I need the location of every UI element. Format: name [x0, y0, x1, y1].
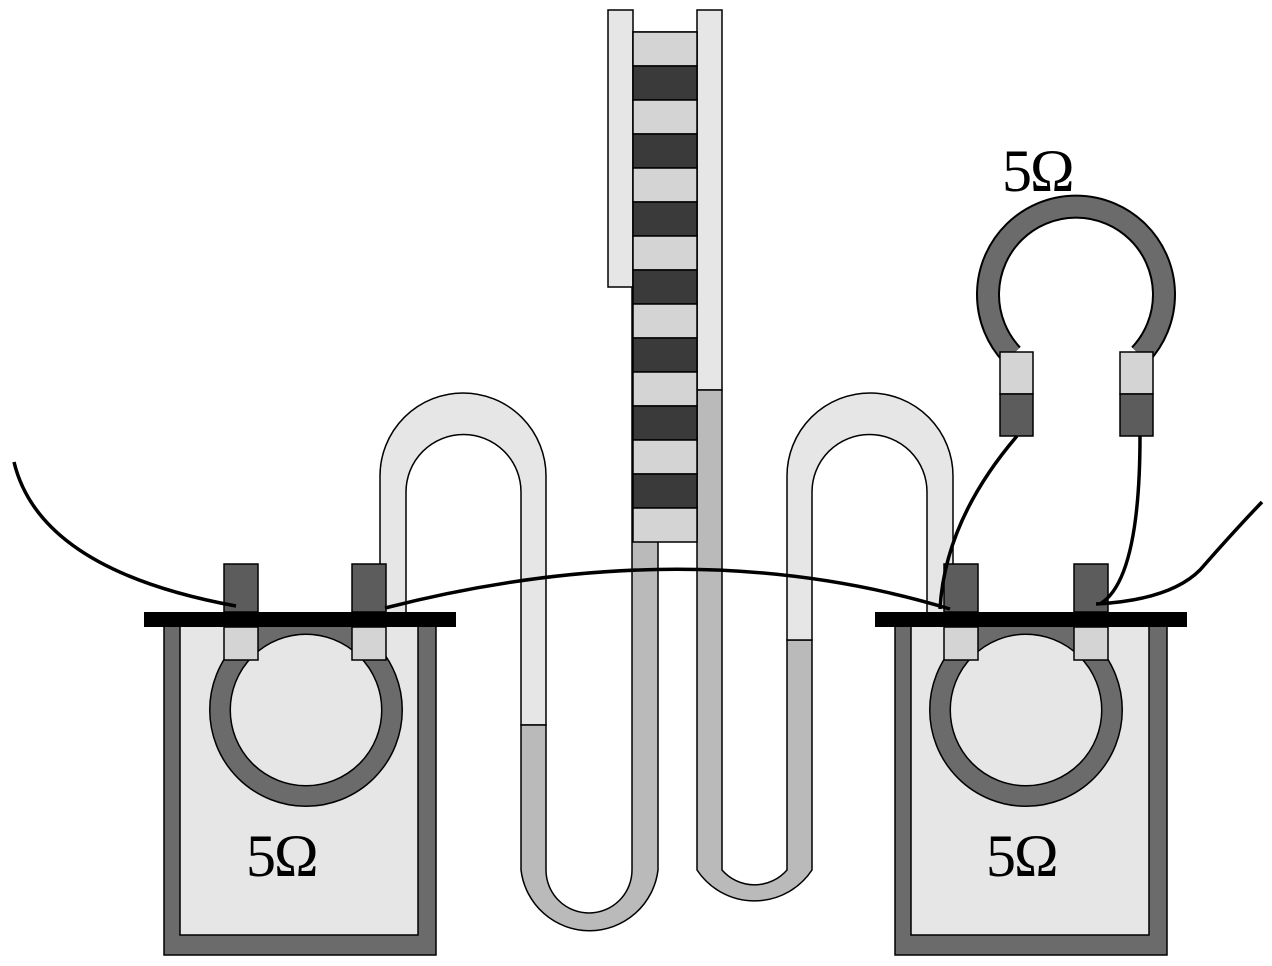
scale-band	[632, 167, 698, 203]
right-electrode-1-upper	[943, 563, 979, 613]
scale-band	[632, 133, 698, 169]
right-electrode-1-lower	[943, 626, 979, 661]
external-resistor-terminal-right-dark	[1119, 393, 1154, 437]
left-u-tube-upper-bend	[379, 392, 547, 726]
right-container	[875, 563, 1187, 956]
scale-band	[632, 439, 698, 475]
left-electrode-1-lower	[223, 626, 259, 661]
right-resistance-label: 5Ω	[986, 823, 1059, 889]
external-resistor-terminal-left-dark	[999, 393, 1034, 437]
scale-band	[632, 99, 698, 135]
right-electrode-2-lower	[1073, 626, 1109, 661]
external-resistor-terminal-right-light	[1119, 351, 1154, 395]
left-container-lid	[144, 612, 456, 627]
scale-band	[632, 405, 698, 441]
scale-band	[632, 473, 698, 509]
right-u-tube-upper-bend	[786, 392, 954, 641]
height-scale	[632, 31, 698, 543]
left-electrode-2-upper	[351, 563, 387, 613]
right-electrode-2-upper	[1073, 563, 1109, 613]
external-resistance-label: 5Ω	[1002, 138, 1075, 204]
scale-band	[632, 65, 698, 101]
scale-band	[632, 31, 698, 67]
wires	[12, 434, 1264, 611]
wire-left-lead	[12, 461, 237, 608]
right-u-tube-liquid-column	[696, 389, 813, 902]
wire-series-connection	[384, 567, 951, 611]
wire-right-lead	[1095, 500, 1264, 606]
scale-band	[632, 235, 698, 271]
external-resistor-terminal-left-light	[999, 351, 1034, 395]
right-container-lid	[875, 612, 1187, 627]
left-u-tube-air-column	[607, 9, 634, 288]
scale-band	[632, 269, 698, 305]
scale-band	[632, 507, 698, 543]
wire-parallel-right	[1099, 435, 1142, 606]
wire-parallel-left	[938, 434, 1019, 610]
right-u-tube	[696, 9, 954, 902]
scale-band	[632, 303, 698, 339]
left-resistance-label: 5Ω	[246, 823, 319, 889]
scale-band	[632, 337, 698, 373]
scale-band	[632, 201, 698, 237]
left-container	[144, 563, 456, 956]
left-electrode-2-lower	[351, 626, 387, 661]
scale-band	[632, 371, 698, 407]
external-resistor	[976, 194, 1176, 437]
right-u-tube-air-column	[696, 9, 723, 391]
